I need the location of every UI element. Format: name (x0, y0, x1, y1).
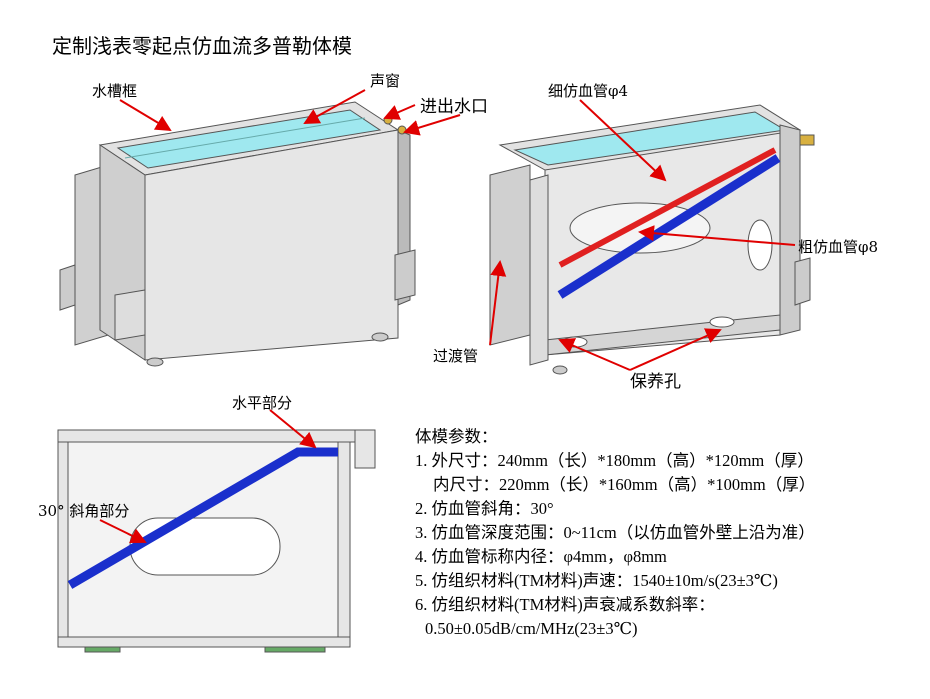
param-item: 5. 仿组织材料(TM材料)声速：1540±10m/s(23±3℃) (415, 571, 778, 590)
label-thick-vessel: 粗仿血管φ8 (798, 238, 879, 256)
acoustic-window (116, 109, 382, 169)
param-item: 2. 仿血管斜角：30° (415, 499, 554, 518)
label-maintenance-hole: 保养孔 (630, 372, 681, 392)
param-item: 0.50±0.05dB/cm/MHz(23±3℃) (425, 619, 638, 638)
phantom-parameters: 体模参数： 1. 外尺寸：240mm（长）*180mm（高）*120mm（厚） … (415, 425, 815, 641)
label-oblique-part: 30° 斜角部分 (38, 502, 130, 520)
phantom-closed-view (59, 101, 416, 367)
phantom-side-view (57, 429, 376, 653)
callout-arrows (99, 89, 796, 544)
param-item: 1. 外尺寸：240mm（长）*180mm（高）*120mm（厚） (415, 451, 814, 470)
params-heading: 体模参数： (415, 427, 498, 446)
phantom-open-view (489, 104, 815, 375)
page-title: 定制浅表零起点仿血流多普勒体模 (52, 34, 352, 58)
label-thin-vessel: 细仿血管φ4 (548, 82, 629, 100)
param-item: 4. 仿血管标称内径：φ4mm，φ8mm (415, 547, 667, 566)
param-item: 6. 仿组织材料(TM材料)声衰减系数斜率： (415, 595, 715, 614)
thin-vessel (558, 147, 777, 268)
label-acoustic-window: 声窗 (370, 72, 401, 90)
param-item: 内尺寸：220mm（长）*160mm（高）*100mm（厚） (433, 475, 816, 494)
thick-vessel (557, 154, 781, 299)
label-tank-frame: 水槽框 (92, 82, 138, 100)
label-transition-tube: 过渡管 (433, 347, 479, 365)
label-horizontal-part: 水平部分 (232, 394, 293, 412)
label-water-port: 进出水口 (420, 97, 488, 117)
param-item: 3. 仿血管深度范围：0~11cm（以仿血管外壁上沿为准） (415, 523, 815, 542)
